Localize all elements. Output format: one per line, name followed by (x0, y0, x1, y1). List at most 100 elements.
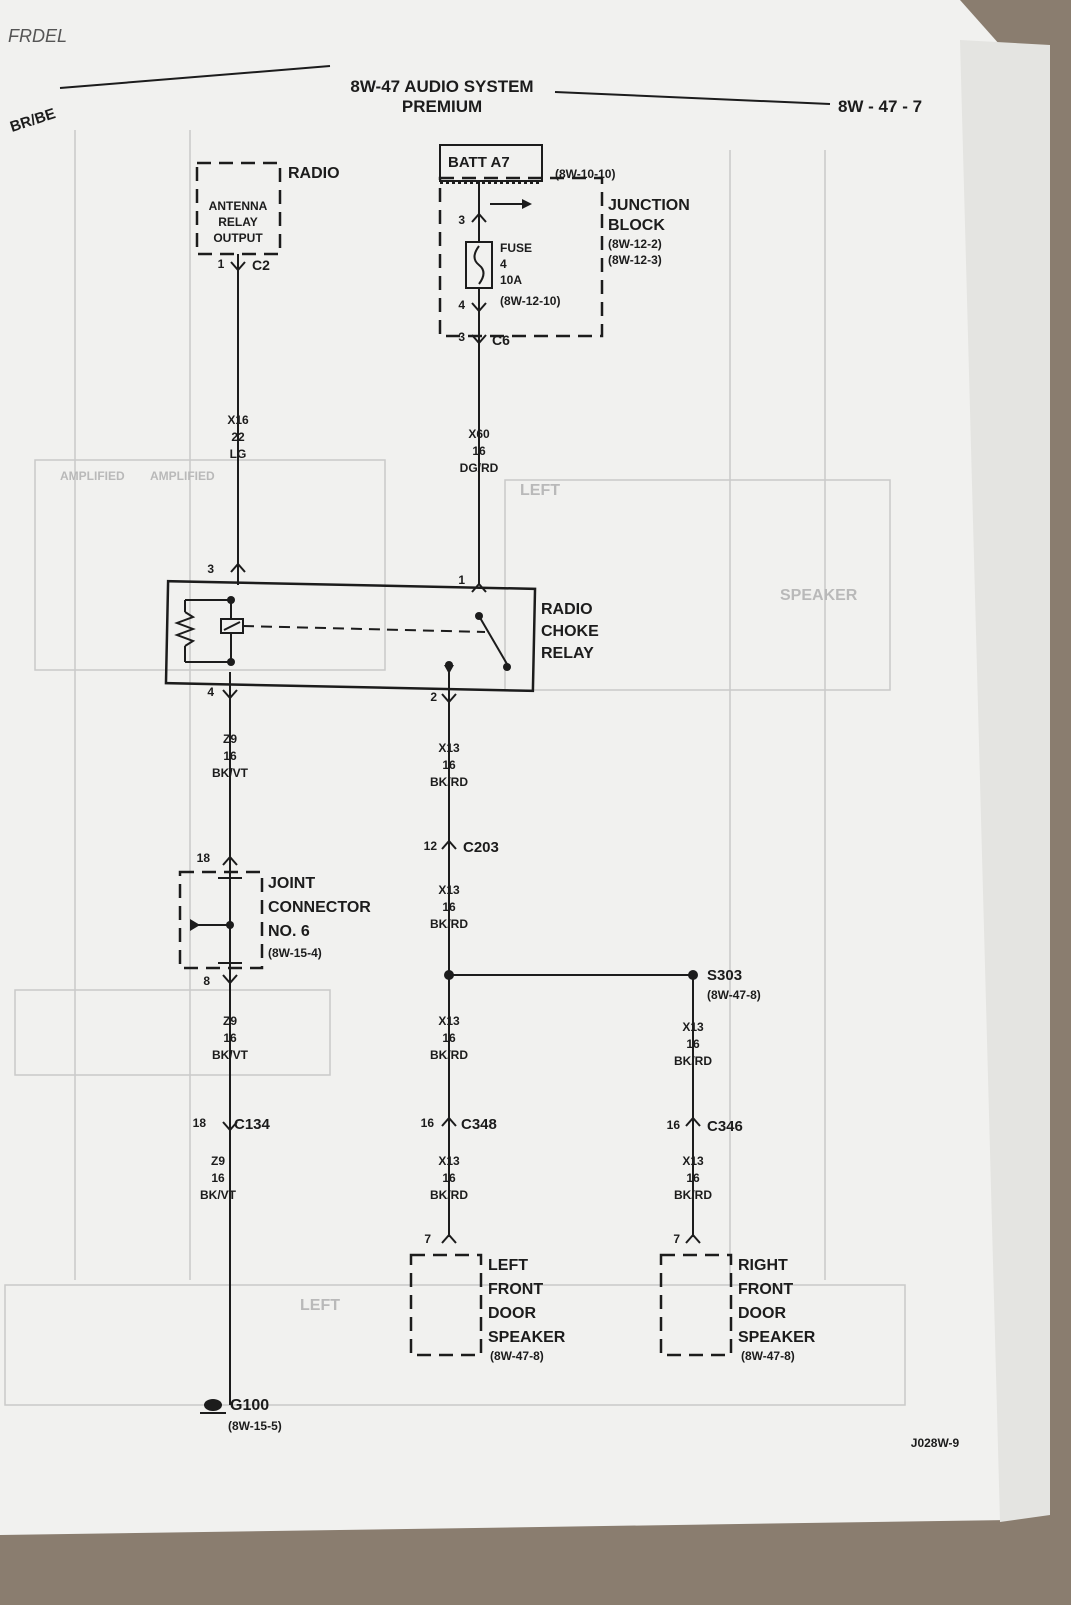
junction-title-line1: JUNCTION (608, 197, 690, 214)
z9-b-color: BK/VT (212, 1048, 249, 1062)
joint-title-line2: CONNECTOR (268, 899, 371, 916)
radio-output-line1: ANTENNA (209, 199, 268, 213)
x60-color: DG/RD (460, 461, 499, 475)
handwriting: FRDEL (8, 26, 67, 46)
junction-block (438, 176, 604, 338)
rf-speaker-ref: (8W-47-8) (741, 1349, 795, 1363)
page-title: 8W-47 AUDIO SYSTEM (350, 77, 533, 96)
radio-connector: C2 (252, 257, 270, 273)
z9-b-circuit: Z9 (223, 1014, 237, 1028)
relay-pin4: 4 (207, 685, 214, 699)
x13-d-circuit: X13 (682, 1020, 704, 1034)
joint-internals (190, 877, 242, 964)
page-subtitle: PREMIUM (402, 97, 482, 116)
x13-d-color: BK/RD (674, 1054, 712, 1068)
x13-c-circuit: X13 (438, 1014, 460, 1028)
splice-ref: (8W-47-8) (707, 988, 761, 1002)
x13-f-circuit: X13 (682, 1154, 704, 1168)
rf-speaker-line1: RIGHT (738, 1257, 788, 1274)
radio-output-line3: OUTPUT (213, 231, 263, 245)
c346-name: C346 (707, 1118, 743, 1135)
x13-f-gauge: 16 (686, 1171, 700, 1185)
lf-speaker-line4: SPEAKER (488, 1329, 566, 1346)
x16-color: LG (230, 447, 247, 461)
ground-ref: (8W-15-5) (228, 1419, 282, 1433)
relay-title-line1: RADIO (541, 601, 593, 618)
header-rule-right (554, 91, 831, 105)
ghost-text-3: LEFT (520, 482, 560, 499)
lf-speaker-line1: LEFT (488, 1257, 528, 1274)
x13-a-circuit: X13 (438, 741, 460, 755)
ghost-text-4: SPEAKER (780, 587, 858, 604)
relay-pin3: 3 (207, 562, 214, 576)
junction-out-connector: C6 (492, 332, 510, 348)
c348-name: C348 (461, 1116, 497, 1133)
fuse-ref: (8W-12-10) (500, 294, 560, 308)
x13-a-gauge: 16 (442, 758, 456, 772)
radio-pin: 1 (218, 257, 225, 271)
junction-title-line2: BLOCK (608, 217, 665, 234)
joint-pin-in: 18 (197, 851, 211, 865)
lf-speaker-line2: FRONT (488, 1281, 543, 1298)
junction-pin-out: 4 (458, 298, 465, 312)
relay-title-line3: RELAY (541, 645, 594, 662)
z9-c-circuit: Z9 (211, 1154, 225, 1168)
x13-e-circuit: X13 (438, 1154, 460, 1168)
paper-page (0, 0, 1010, 1535)
c203-pin: 12 (424, 839, 438, 853)
x13-b-gauge: 16 (442, 900, 456, 914)
junction-ref1: (8W-12-2) (608, 237, 662, 251)
relay-pin2: 2 (430, 690, 437, 704)
x13-f-color: BK/RD (674, 1188, 712, 1202)
joint-ref: (8W-15-4) (268, 946, 322, 960)
ground-name: G100 (230, 1397, 269, 1414)
bus-arrow-head (522, 199, 532, 209)
z9-c-gauge: 16 (211, 1171, 225, 1185)
x13-e-color: BK/RD (430, 1188, 468, 1202)
relay-coil-circuit (174, 596, 486, 666)
c203-name: C203 (463, 839, 499, 856)
x13-b-color: BK/RD (430, 917, 468, 931)
lf-speaker-pin: 7 (424, 1232, 431, 1246)
x13-c-color: BK/RD (430, 1048, 468, 1062)
wire-runs (229, 182, 694, 1405)
rf-speaker-line3: DOOR (738, 1305, 786, 1322)
junction-out-pin: 3 (458, 330, 465, 344)
figure-id: J028W-9 (911, 1436, 960, 1450)
fuse-label: FUSE (500, 241, 532, 255)
junction-ref2: (8W-12-3) (608, 253, 662, 267)
relay-title-line2: CHOKE (541, 623, 599, 640)
left-front-door-speaker (409, 1253, 483, 1357)
bleed-through: AMPLIFIED AMPLIFIED LEFT SPEAKER LEFT (4, 130, 906, 1406)
joint-connector (178, 870, 264, 970)
x13-b-circuit: X13 (438, 883, 460, 897)
batt-box (439, 144, 543, 182)
c134-name: C134 (234, 1116, 271, 1133)
x60-circuit: X60 (468, 427, 490, 441)
junction-pin-in: 3 (458, 213, 465, 227)
c134-pin: 18 (193, 1116, 207, 1130)
relay-contact (444, 612, 511, 677)
splice-dot-left (444, 970, 454, 980)
rf-speaker-line2: FRONT (738, 1281, 793, 1298)
c346-pin: 16 (667, 1118, 681, 1132)
rf-speaker-pin: 7 (673, 1232, 680, 1246)
z9-b-gauge: 16 (223, 1031, 237, 1045)
x13-e-gauge: 16 (442, 1171, 456, 1185)
joint-pin-out: 8 (203, 974, 210, 988)
joint-title-line1: JOINT (268, 875, 315, 892)
ghost-text-1: AMPLIFIED (60, 469, 125, 483)
ghost-text-5: LEFT (300, 1297, 340, 1314)
x13-d-gauge: 16 (686, 1037, 700, 1051)
relay-pin1: 1 (458, 573, 465, 587)
fuse-element (473, 245, 485, 285)
fuse-number: 4 (500, 257, 507, 271)
x60-gauge: 16 (472, 444, 486, 458)
z9-a-color: BK/VT (212, 766, 249, 780)
lf-speaker-ref: (8W-47-8) (490, 1349, 544, 1363)
ground-symbol (204, 1399, 222, 1411)
z9-a-gauge: 16 (223, 749, 237, 763)
fuse-rating: 10A (500, 273, 522, 287)
paper-edge (960, 40, 1050, 1522)
z9-a-circuit: Z9 (223, 732, 237, 746)
